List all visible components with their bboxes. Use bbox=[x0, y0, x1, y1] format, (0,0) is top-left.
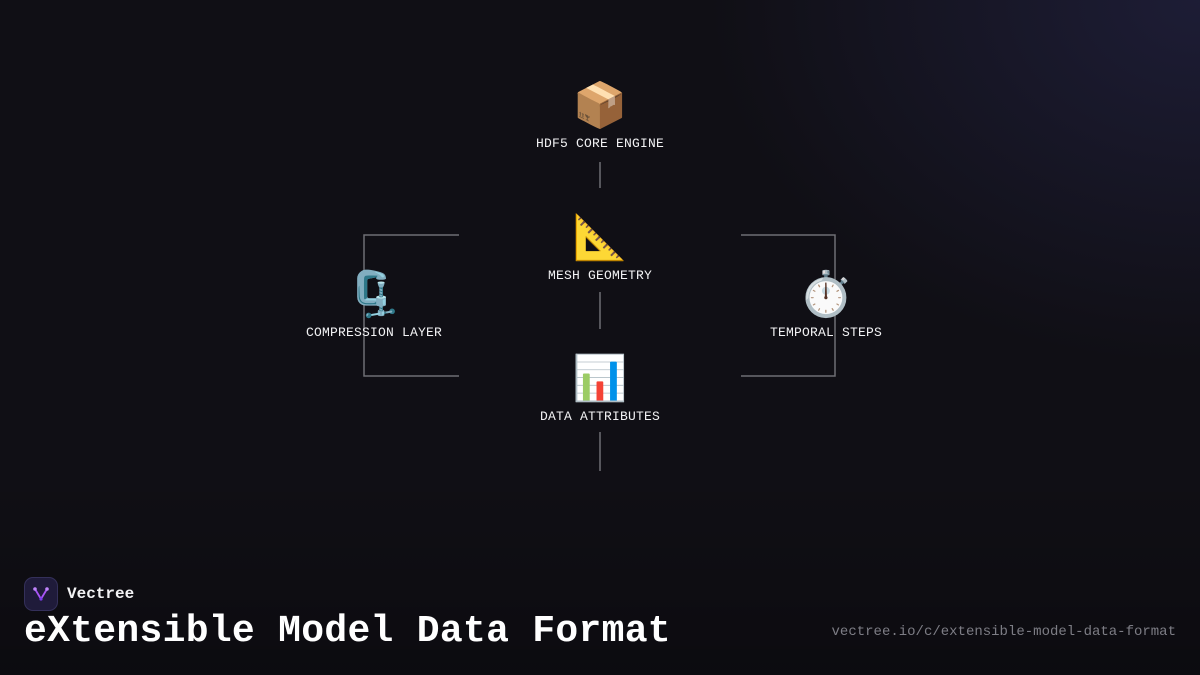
connector-temporal-bracket bbox=[741, 234, 836, 377]
package-icon: 📦 bbox=[572, 80, 628, 131]
node-compression-layer: 🗜️ COMPRESSION LAYER bbox=[264, 269, 484, 340]
triangular-ruler-icon: 📐 bbox=[572, 212, 628, 263]
node-temporal-steps: ⏱️ TEMPORAL STEPS bbox=[716, 269, 936, 340]
bar-chart-icon: 📊 bbox=[572, 353, 628, 404]
page-title: eXtensible Model Data Format bbox=[24, 610, 671, 653]
node-label: DATA ATTRIBUTES bbox=[539, 409, 661, 424]
brand[interactable]: Vectree bbox=[24, 577, 134, 611]
page-url-link[interactable]: vectree.io/c/extensible-model-data-forma… bbox=[831, 624, 1176, 640]
brand-name: Vectree bbox=[67, 585, 135, 603]
clamp-icon: 🗜️ bbox=[346, 269, 402, 320]
node-label: HDF5 CORE ENGINE bbox=[535, 136, 665, 151]
node-label: COMPRESSION LAYER bbox=[305, 325, 443, 340]
node-mesh-geometry: 📐 MESH GEOMETRY bbox=[490, 212, 710, 283]
connector-compression-bracket bbox=[363, 234, 459, 377]
node-hdf5-core-engine: 📦 HDF5 CORE ENGINE bbox=[490, 80, 710, 151]
stopwatch-icon: ⏱️ bbox=[798, 269, 854, 320]
node-label: MESH GEOMETRY bbox=[547, 268, 653, 283]
node-label: TEMPORAL STEPS bbox=[769, 325, 883, 340]
vectree-logo-icon bbox=[24, 577, 58, 611]
node-data-attributes: 📊 DATA ATTRIBUTES bbox=[490, 353, 710, 424]
